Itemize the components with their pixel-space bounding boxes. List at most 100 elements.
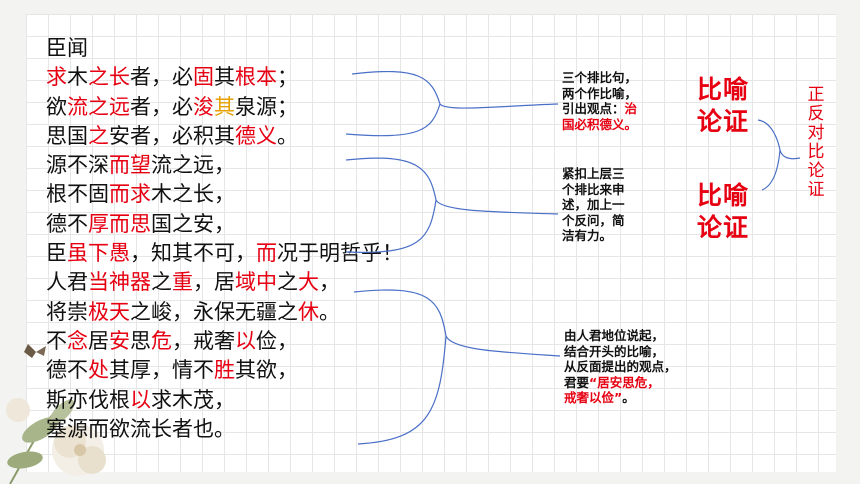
poem-text-segment: 之峻，永保无疆之 xyxy=(130,299,298,324)
highlighted-text-orange: 其 xyxy=(214,94,235,119)
note-3: 由人君地位说起， 结合开头的比喻， 从反面提出的观点， 君要“居安思危， 戒奢以… xyxy=(564,328,677,406)
poem-line: 人君当神器之重，居域中之大， xyxy=(46,268,403,297)
poem-line: 德不处其厚，情不胜其欲， xyxy=(46,356,403,385)
note-3-line-5b: 。 xyxy=(622,390,635,405)
label-metaphor-1-line-2: 论证 xyxy=(697,107,750,136)
poem-text: 臣闻求木之长者，必固其根本；欲流之远者，必浚其泉源；思国之安者，必积其德义。源不… xyxy=(46,34,403,444)
highlighted-text: 休 xyxy=(298,299,319,324)
poem-text-segment: 人君 xyxy=(46,270,88,295)
note-3-line-5a: 戒奢以俭” xyxy=(564,390,623,405)
highlighted-text: 域中 xyxy=(235,270,277,295)
note-2-line-4: 个反问，简 xyxy=(562,212,625,228)
poem-text-segment: 不 xyxy=(46,328,67,353)
note-1: 三个排比句， 两个作比喻， 引出观点：治 国必积德义。 xyxy=(562,70,637,132)
poem-text-segment: 国之安， xyxy=(151,211,235,236)
highlighted-text: 以 xyxy=(235,328,256,353)
note-2-line-1: 紧扣上层三 xyxy=(562,166,625,181)
poem-text-segment: 源不深 xyxy=(46,153,109,178)
highlighted-text: 以 xyxy=(130,387,151,412)
highlighted-text: 德义 xyxy=(235,123,277,148)
poem-text-segment: 居 xyxy=(88,328,109,353)
vertical-label-contrast-argument: 正 反 对 比 论 证 xyxy=(806,86,826,200)
note-3-line-4b: “居安思危， xyxy=(589,374,660,390)
highlighted-text: 厚而思 xyxy=(88,211,151,236)
note-2-line-2: 个排比来申 xyxy=(562,181,625,197)
poem-text-segment: 求木茂， xyxy=(151,387,235,412)
poem-text-segment: 泉源； xyxy=(235,94,298,119)
highlighted-text: 之长 xyxy=(88,65,130,90)
highlighted-text: 固 xyxy=(193,65,214,90)
poem-text-segment: ，戒奢 xyxy=(172,328,235,353)
poem-line: 根不固而求木之长， xyxy=(46,180,403,209)
highlighted-text: 虽下愚 xyxy=(67,241,130,266)
note-3-line-1: 由人君地位说起， xyxy=(564,328,665,343)
poem-line: 思国之安者，必积其德义。 xyxy=(46,122,403,151)
poem-text-segment: 其厚，情不 xyxy=(109,358,214,383)
highlighted-text: 而望 xyxy=(109,153,151,178)
vertical-char-4: 比 xyxy=(807,142,825,162)
note-1-line-3b: 治 xyxy=(624,101,638,116)
highlighted-text: 而 xyxy=(256,241,277,266)
note-2-line-3: 述，加上一 xyxy=(562,197,625,212)
poem-text-segment: ， xyxy=(319,270,340,295)
label-metaphor-2-line-2: 论证 xyxy=(697,213,750,242)
poem-text-segment: 俭， xyxy=(256,328,298,353)
poem-text-segment: 根不固 xyxy=(46,182,109,207)
poem-line: 德不厚而思国之安， xyxy=(46,210,403,239)
poem-text-segment: 安者，必积其 xyxy=(109,123,235,148)
poem-text-segment: 其 xyxy=(214,65,235,90)
poem-text-segment: 木之长， xyxy=(151,182,235,207)
highlighted-text: 念 xyxy=(67,328,88,353)
poem-text-segment: 斯亦伐根 xyxy=(46,387,130,412)
note-1-line-1: 三个排比句， xyxy=(562,70,638,85)
poem-line: 塞源而欲流长者也。 xyxy=(46,415,403,444)
poem-text-segment: 思国 xyxy=(46,123,88,148)
note-3-line-5: 戒奢以俭”。 xyxy=(564,390,677,406)
poem-line: 求木之长者，必固其根本； xyxy=(46,63,403,92)
poem-text-segment: 者，必 xyxy=(130,65,193,90)
poem-line: 源不深而望流之远， xyxy=(46,151,403,180)
vertical-char-2: 反 xyxy=(807,104,825,124)
highlighted-text: 危 xyxy=(151,328,172,353)
note-1-line-4: 国必积德义。 xyxy=(562,116,638,132)
poem-text-segment: 之 xyxy=(277,270,298,295)
note-1-line-3: 引出观点：治 xyxy=(562,101,637,117)
vertical-char-3: 对 xyxy=(807,123,825,143)
highlighted-text: 处 xyxy=(88,358,109,383)
poem-text-segment: 德不 xyxy=(46,358,88,383)
note-1-line-2: 两个作比喻， xyxy=(562,85,638,101)
vertical-char-1: 正 xyxy=(807,85,825,105)
highlighted-text: 大 xyxy=(298,270,319,295)
note-3-line-2: 结合开头的比喻， xyxy=(564,343,665,359)
poem-line: 不念居安思危，戒奢以俭， xyxy=(46,327,403,356)
poem-text-segment: ，知其不可， xyxy=(130,241,256,266)
highlighted-text: 而求 xyxy=(109,182,151,207)
flower-decoration-icon xyxy=(6,344,106,484)
poem-text-segment: 。 xyxy=(277,123,298,148)
poem-text-segment: 木 xyxy=(67,65,88,90)
highlighted-text: 之 xyxy=(88,123,109,148)
poem-line: 斯亦伐根以求木茂， xyxy=(46,386,403,415)
highlighted-text: 浚 xyxy=(193,94,214,119)
highlighted-text: 安 xyxy=(109,328,130,353)
label-metaphor-2: 比喻 论证 xyxy=(697,180,749,244)
highlighted-text: 当神器 xyxy=(88,270,151,295)
poem-text-segment: 臣 xyxy=(46,241,67,266)
poem-text-segment: 。 xyxy=(319,299,340,324)
label-metaphor-1-line-1: 比喻 xyxy=(697,75,750,104)
note-3-line-4a: 君要 xyxy=(564,374,590,390)
highlighted-text: 极天 xyxy=(88,299,130,324)
poem-text-segment: 思 xyxy=(130,328,151,353)
label-metaphor-1: 比喻 论证 xyxy=(697,74,749,138)
highlighted-text: 流之远 xyxy=(67,94,130,119)
highlighted-text: 重 xyxy=(172,270,193,295)
vertical-char-6: 证 xyxy=(807,180,825,200)
poem-text-segment: ； xyxy=(277,65,298,90)
poem-line: 将崇极天之峻，永保无疆之休。 xyxy=(46,298,403,327)
poem-text-segment: 德不 xyxy=(46,211,88,236)
highlighted-text: 求 xyxy=(46,65,67,90)
poem-text-segment: 者，必 xyxy=(130,94,193,119)
highlighted-text: 胜 xyxy=(214,358,235,383)
vertical-char-5: 论 xyxy=(807,161,825,181)
